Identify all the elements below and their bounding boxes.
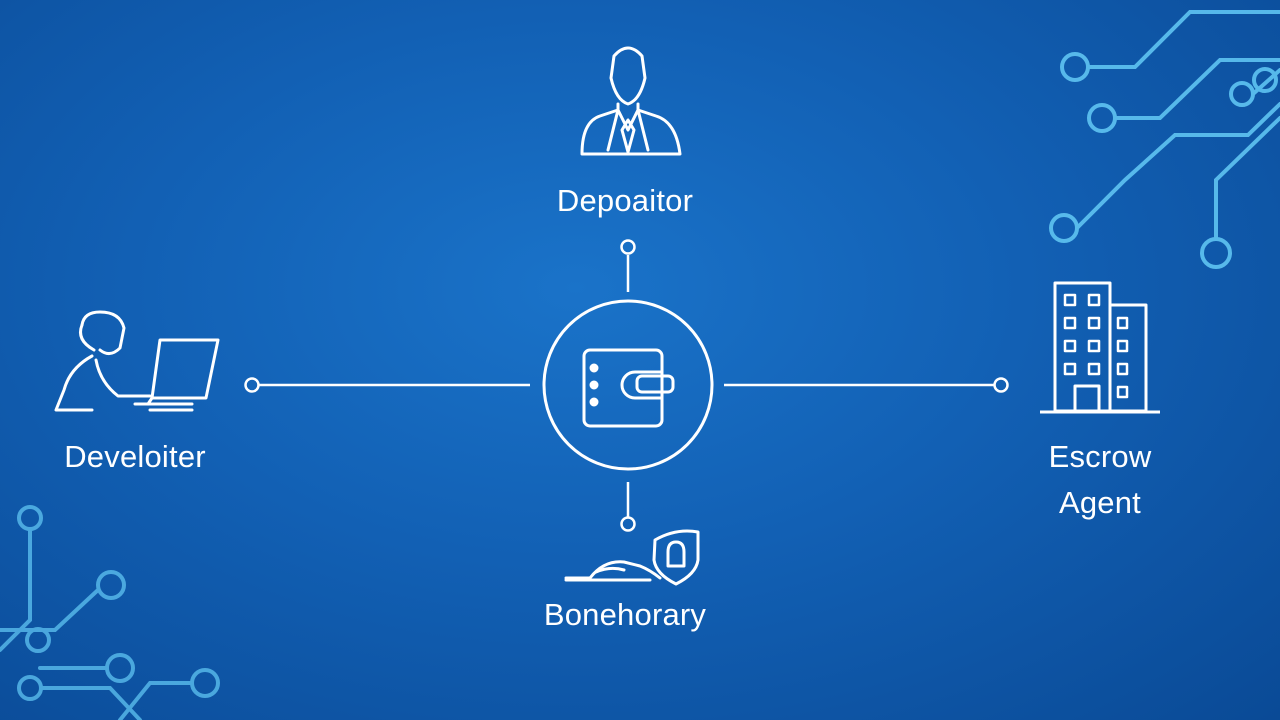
node-label-beneficiary: Bonehorary — [543, 597, 707, 632]
businessman-icon — [580, 46, 682, 156]
center-hub — [542, 299, 714, 471]
developer-laptop-icon — [54, 310, 220, 412]
connectors — [244, 239, 1009, 532]
node-label-depositor: Depoaitor — [556, 183, 694, 218]
node-label-developer: Develoiter — [64, 439, 206, 474]
office-building-icon — [1040, 281, 1160, 414]
node-label-escrow-line2: Agent — [1058, 485, 1141, 520]
node-label-escrow-agent: Escrow Agent — [1000, 434, 1200, 526]
hand-shield-icon — [564, 529, 700, 586]
wallet-icon — [582, 348, 675, 428]
circuit-decoration-bottom-left — [0, 505, 220, 720]
circuit-decoration-top-right — [1049, 10, 1280, 269]
node-label-escrow-line1: Escrow — [1048, 439, 1152, 474]
building-windows — [1063, 293, 1129, 399]
